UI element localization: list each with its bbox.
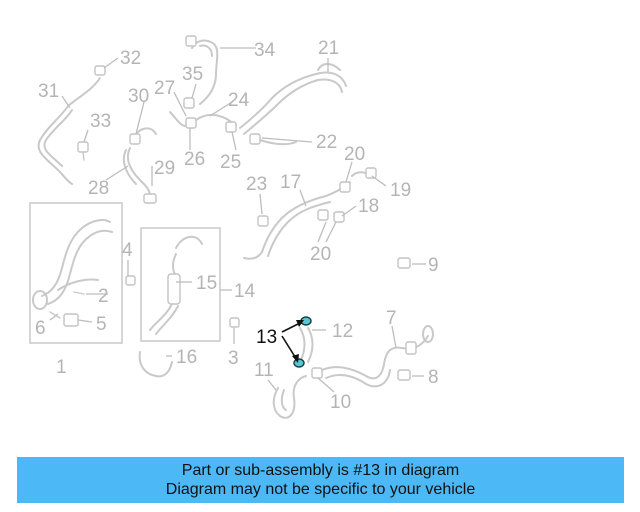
callout-24: 24 (228, 90, 250, 111)
hose-31 (37, 77, 101, 185)
clip-3 (229, 317, 240, 328)
clamp-33 (77, 141, 89, 161)
highlighted-clip-13-lower[interactable] (293, 358, 305, 368)
callout-29: 29 (154, 158, 175, 179)
callout-6: 6 (35, 318, 46, 339)
info-banner: Part or sub-assembly is #13 in diagram D… (17, 457, 624, 503)
callout-35: 35 (182, 64, 203, 85)
callout-20a: 20 (344, 144, 365, 165)
callout-22: 22 (316, 132, 337, 153)
callout-25: 25 (220, 152, 241, 173)
callout-16: 16 (176, 347, 197, 368)
callout-17: 17 (280, 172, 301, 193)
callout-13-highlighted[interactable]: 13 (256, 327, 277, 348)
callout-31: 31 (38, 81, 59, 102)
callout-10: 10 (330, 392, 351, 413)
hose-12 (299, 327, 314, 363)
assembly-frame-14 (140, 227, 221, 342)
callout-11: 11 (254, 360, 274, 381)
callout-2: 2 (98, 286, 109, 307)
callout-1: 1 (56, 357, 67, 378)
callout-19: 19 (390, 180, 411, 201)
highlight-leaders-13 (281, 320, 304, 363)
callout-labels: 1 2 3 4 5 6 7 8 9 10 11 12 13 14 15 16 1… (35, 38, 439, 413)
callout-8: 8 (428, 367, 439, 388)
callout-34: 34 (254, 40, 276, 61)
callout-33: 33 (90, 111, 111, 132)
hose-21 (317, 63, 341, 71)
callout-21: 21 (318, 38, 339, 59)
callout-27: 27 (154, 78, 175, 99)
callout-9: 9 (428, 255, 439, 276)
callout-32: 32 (120, 48, 141, 69)
callout-23: 23 (246, 174, 267, 195)
banner-line-disclaimer: Diagram may not be specific to your vehi… (165, 481, 476, 498)
hose-assembly-1 (32, 219, 113, 327)
callout-15: 15 (196, 273, 217, 294)
callout-14: 14 (234, 281, 256, 302)
hose-24-34 (169, 35, 347, 146)
clip-4 (125, 275, 136, 286)
hose-16 (138, 351, 173, 378)
assembly-frame-1 (29, 202, 123, 344)
hose-28-30 (122, 127, 157, 204)
callout-26: 26 (184, 149, 205, 170)
hose-17-23 (243, 167, 377, 260)
callout-4: 4 (122, 240, 133, 261)
callout-7: 7 (386, 308, 397, 329)
leader-lines (49, 47, 426, 393)
banner-line-part-number: Part or sub-assembly is #13 in diagram (181, 462, 460, 479)
parts-diagram: 1 2 3 4 5 6 7 8 9 10 11 12 13 14 15 16 1… (29, 35, 439, 419)
callout-5: 5 (96, 314, 107, 335)
clip-32 (94, 65, 106, 76)
callout-30: 30 (128, 86, 149, 107)
callout-28: 28 (88, 178, 109, 199)
clip-9 (397, 257, 411, 269)
hose-7-11 (272, 325, 434, 419)
callout-18: 18 (358, 196, 379, 217)
callout-12: 12 (332, 321, 353, 342)
hose-assembly-14 (149, 235, 203, 335)
callout-20b: 20 (310, 244, 331, 265)
callout-3: 3 (228, 348, 239, 369)
